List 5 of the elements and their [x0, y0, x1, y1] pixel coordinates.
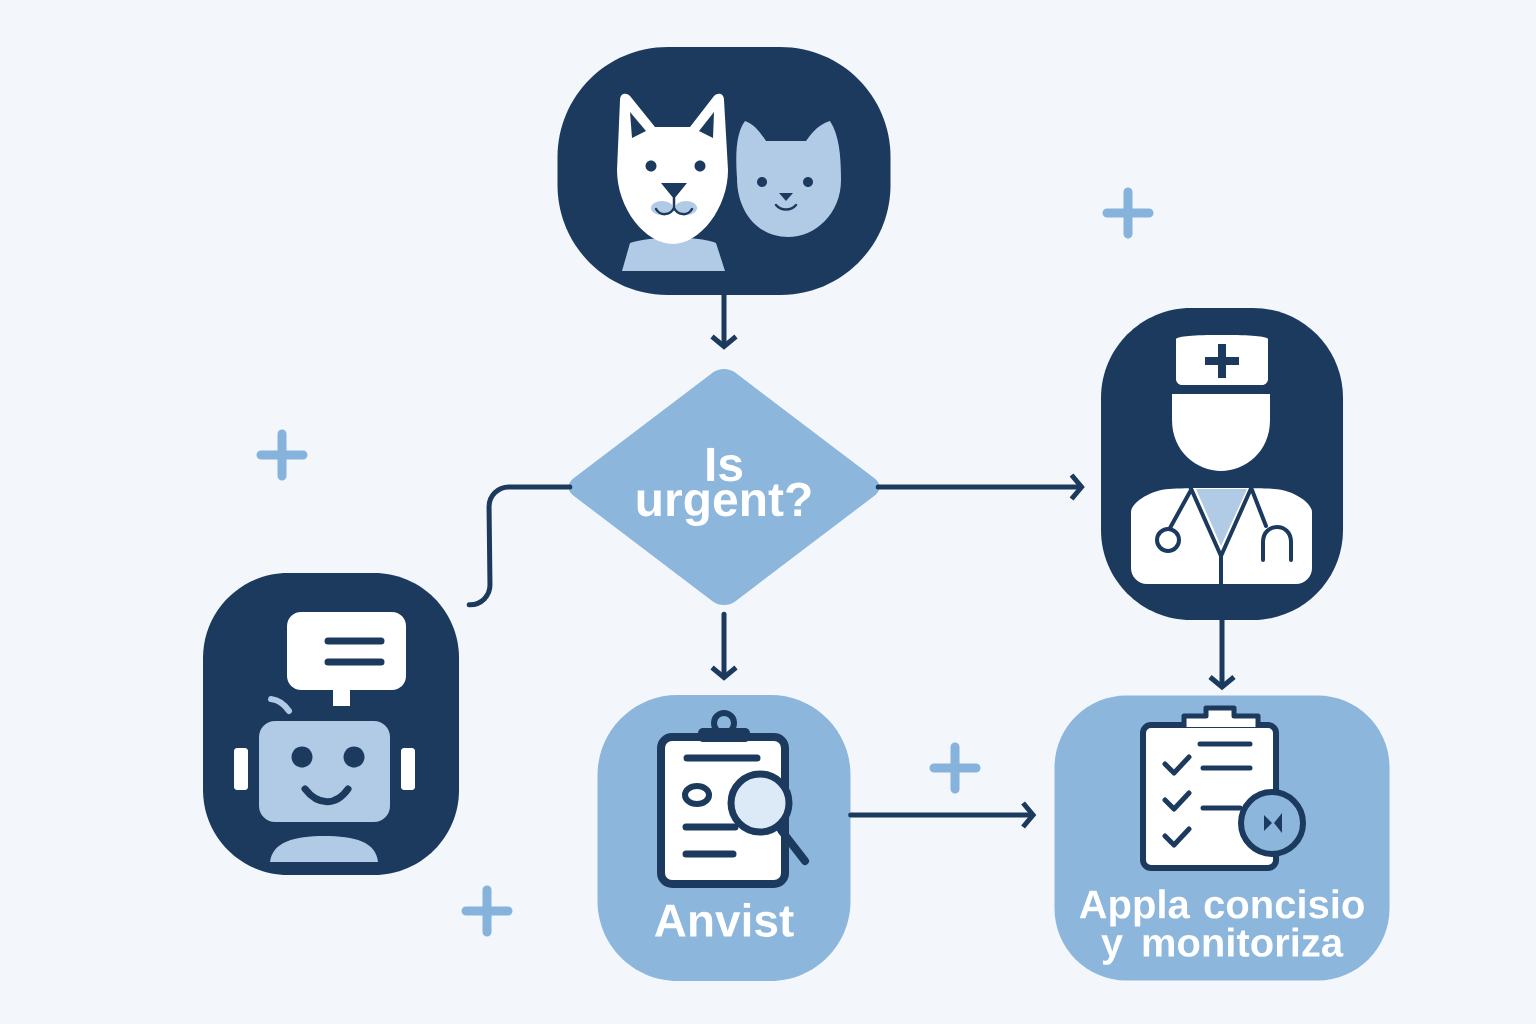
arrow [848, 801, 1037, 829]
arrow [1208, 617, 1236, 691]
arrow [875, 473, 1085, 501]
arrow [710, 292, 738, 350]
arrow [710, 611, 738, 681]
